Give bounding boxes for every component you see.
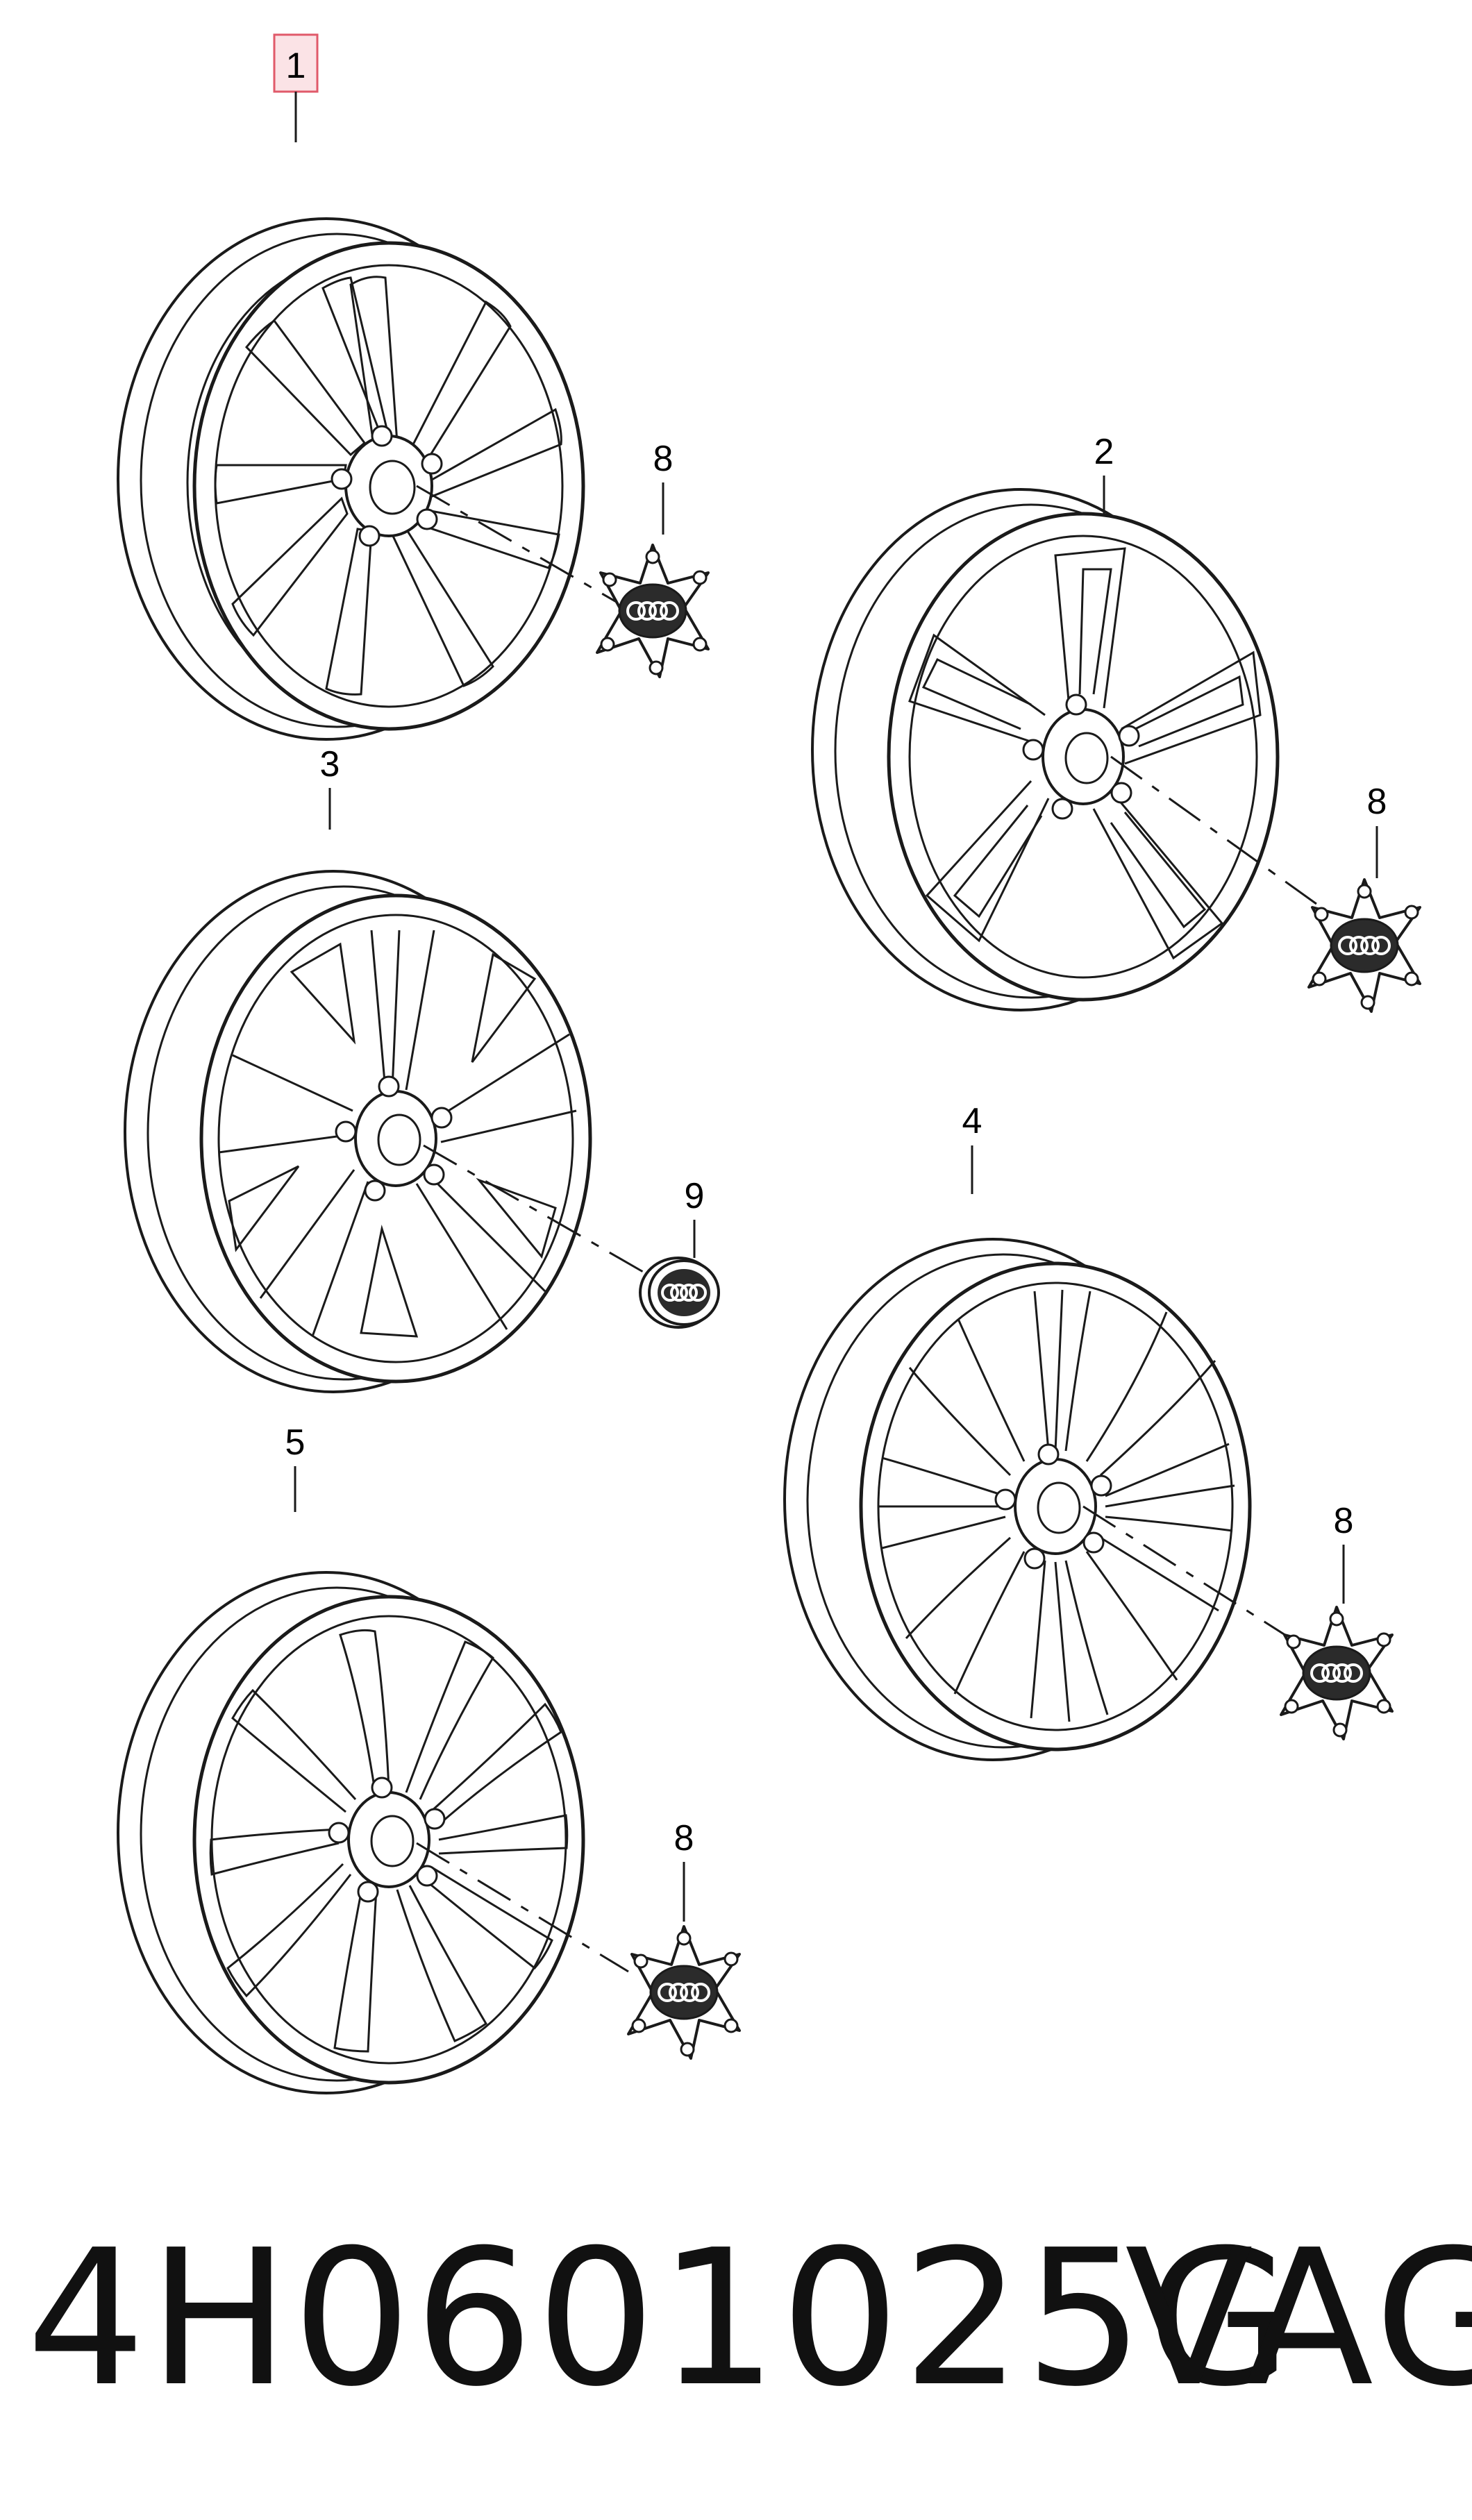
axis-line-3 bbox=[423, 1144, 653, 1279]
wheel-5-drawing bbox=[118, 1572, 583, 2093]
callout-8-label-c: 8 bbox=[1334, 1501, 1354, 1541]
center-cap-1-drawing bbox=[596, 544, 710, 678]
callout-8-label-b: 8 bbox=[1367, 782, 1387, 822]
axis-line-4 bbox=[1082, 1505, 1313, 1654]
wheel-2-drawing bbox=[812, 489, 1278, 1010]
callout-8-label-d: 8 bbox=[674, 1818, 694, 1858]
callout-5-label: 5 bbox=[285, 1422, 306, 1463]
center-cap-2-drawing bbox=[1307, 878, 1421, 1013]
axis-line-2 bbox=[1110, 755, 1344, 925]
center-cap-4-drawing bbox=[1280, 1606, 1394, 1740]
brand-label: VAG bbox=[1125, 2209, 1472, 2428]
callout-2-label: 2 bbox=[1094, 432, 1114, 472]
center-cap-5-drawing bbox=[627, 1925, 741, 2060]
footer: 4H0601025G VAG bbox=[0, 2209, 1472, 2428]
wheel-1-drawing bbox=[118, 219, 583, 739]
callout-1-label: 1 bbox=[286, 46, 306, 86]
axis-line-1 bbox=[416, 485, 633, 612]
callout-9-label: 9 bbox=[685, 1176, 705, 1216]
callout-8-label-a: 8 bbox=[653, 439, 674, 479]
wheel-4-drawing bbox=[785, 1239, 1250, 1760]
wheel-3-drawing bbox=[125, 871, 590, 1392]
callout-4-label: 4 bbox=[962, 1101, 982, 1141]
center-cap-3-drawing bbox=[639, 1257, 720, 1329]
axis-line-5 bbox=[416, 1842, 629, 1973]
callout-3-label: 3 bbox=[320, 744, 340, 784]
part-number: 4H0601025G bbox=[26, 2209, 1295, 2428]
